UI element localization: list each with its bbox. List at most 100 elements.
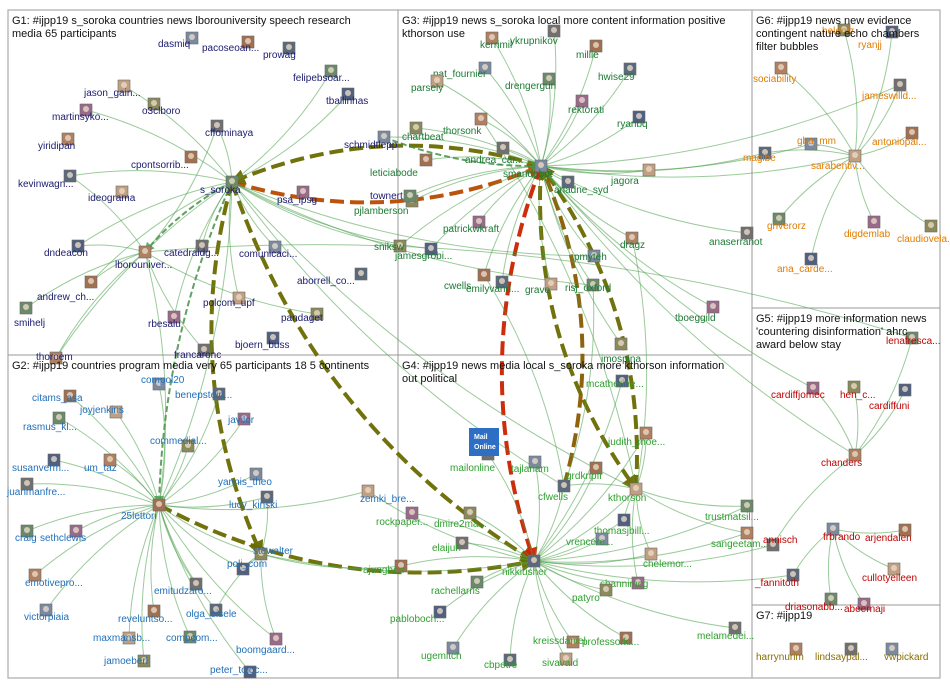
node-bjoern_buss[interactable]: bjoern_buss	[235, 331, 289, 351]
node-javilor[interactable]: javilor	[227, 412, 255, 426]
node-imospina[interactable]: imospina	[601, 337, 641, 365]
node-cardiffjomec[interactable]: cardiffjomec	[771, 381, 825, 401]
node-sarabentiv[interactable]: sarabentiv...	[811, 149, 865, 172]
node-lenafresca[interactable]: lenafresca...	[886, 331, 940, 347]
node-gba_mm[interactable]: gba_mm	[797, 136, 836, 151]
node-pacoseoan[interactable]: pacoseoan...	[202, 35, 259, 54]
node-ryanjj[interactable]: ryanjj	[858, 25, 899, 51]
node-victorpiaia[interactable]: victorpiaia	[24, 603, 69, 623]
node-rockpaper[interactable]: rockpaper...	[376, 506, 428, 528]
node-tajlanam[interactable]: tajlanam	[511, 455, 549, 475]
node-abeernaji[interactable]: abeernaji	[844, 597, 885, 615]
node-rbesalu[interactable]: rbesalu	[148, 310, 181, 330]
node-compol20[interactable]: compol20	[141, 375, 185, 391]
node-yannis_theo[interactable]: yannis_theo	[218, 467, 272, 488]
node-magibe[interactable]: magibe	[743, 146, 776, 164]
node-dndeacon[interactable]: dndeacon	[44, 239, 88, 259]
node-drengerguri[interactable]: drengerguri	[505, 72, 556, 92]
node-leticiabode[interactable]: leticiabode	[370, 153, 433, 179]
node-millie[interactable]: millie	[576, 39, 603, 61]
node-thomasjbill[interactable]: thomasjbill...	[594, 513, 650, 537]
node-frbrando[interactable]: frbrando	[823, 522, 861, 543]
node-trustmatsil[interactable]: trustmatsil...	[705, 499, 759, 523]
node-pmyteh[interactable]: pmyteh	[574, 249, 607, 263]
node-yiridipan[interactable]: yiridipan	[38, 132, 75, 152]
node-elaijuh[interactable]: elaijuh	[432, 536, 469, 554]
node-cpontsorrib[interactable]: cpontsorrib...	[131, 150, 198, 171]
node-cbpetre[interactable]: cbpetre	[484, 653, 518, 671]
node-cullotyeileen[interactable]: cullotyeileen	[862, 562, 917, 584]
node-s_soroka[interactable]: s_soroka	[200, 175, 241, 196]
node-maxmansb[interactable]: maxmansb...	[93, 631, 150, 645]
node-thorsonk[interactable]: thorsonk	[443, 112, 488, 137]
node-sethclewis[interactable]: sethclewis	[40, 524, 86, 544]
node-um_taz[interactable]: um_taz	[84, 453, 117, 474]
node-sociability[interactable]: sociability	[753, 61, 796, 85]
node-craig[interactable]: craig	[15, 524, 37, 544]
node-citams_asa[interactable]: citams_asa	[32, 389, 83, 404]
node-claudiovela[interactable]: claudiovela...	[897, 219, 950, 245]
node-juanmanfre[interactable]: juanmanfre...	[6, 477, 65, 498]
node-martinsyko[interactable]: martinsyko...	[52, 103, 109, 123]
node-ariadne_syd[interactable]: ariadne_syd	[554, 175, 608, 196]
node-kevinwagn[interactable]: kevinwagn...	[18, 169, 77, 190]
node-emilyvand[interactable]: emilyvand...	[466, 275, 519, 295]
node-aborrell_co[interactable]: aborrell_co...	[297, 267, 368, 287]
node-sivavaid[interactable]: sivavaid	[542, 652, 578, 669]
node-polcom_upf[interactable]: polcom_upf	[203, 291, 255, 309]
node-sniksw[interactable]: sniksw	[374, 239, 407, 253]
node-o3clboro[interactable]: o3clboro	[142, 97, 181, 117]
node-cfwells[interactable]: cfwells	[538, 479, 571, 503]
node-andrea_car[interactable]: andrea_car...	[465, 141, 523, 166]
node-pandaget[interactable]: pandaget	[281, 307, 324, 324]
node-compcom[interactable]: compcom...	[166, 630, 218, 644]
node-patrickwkraft[interactable]: patrickwkraft	[443, 215, 499, 235]
node-emitudzaro[interactable]: emitudzaro...	[154, 577, 212, 597]
node-dmire2ma[interactable]: dmire2ma...	[434, 506, 487, 530]
node-smihelj[interactable]: smihelj	[14, 301, 45, 329]
node-digdemlab[interactable]: digdemlab	[844, 215, 891, 240]
node-helenfz[interactable]: helenfz	[822, 23, 854, 37]
node-poli_com[interactable]: poli_com	[227, 559, 267, 576]
node-pabloboch[interactable]: pabloboch...	[390, 605, 447, 625]
node-jamoeberl[interactable]: jamoeberl	[103, 654, 151, 668]
node-fannitoth[interactable]: _fannitoth	[754, 568, 800, 589]
node-hwise29[interactable]: hwise29	[598, 62, 637, 83]
node-rasmus_kl[interactable]: rasmus_kl...	[23, 411, 77, 433]
node-jagora[interactable]: jagora	[610, 163, 656, 187]
node-jameswilld[interactable]: jameswilld...	[861, 78, 916, 102]
node-griverorz[interactable]: griverorz	[767, 212, 806, 232]
node-kreissdaniel[interactable]: kreissdaniel	[533, 635, 586, 649]
node-lborouniver[interactable]: lborouniver...	[115, 245, 172, 271]
node-ana_carde[interactable]: ana_carde...	[777, 252, 833, 275]
node-parsely[interactable]: parsely	[411, 74, 444, 94]
node-grave[interactable]: grave	[525, 277, 558, 296]
node-olga_eisele[interactable]: olga_eisele	[186, 603, 237, 620]
node-catedraidg[interactable]: catedraidg...	[164, 239, 219, 259]
node-commedial[interactable]: commedial...	[150, 436, 207, 453]
node-sangeetam[interactable]: sangeetam...	[711, 526, 769, 550]
node-jason_gain[interactable]: jason_gain...	[83, 79, 141, 99]
node-smandpbot[interactable]: smandpbot	[503, 159, 553, 180]
node-dragz[interactable]: dragz	[620, 231, 645, 251]
node-annisch[interactable]: annisch	[763, 535, 797, 552]
node-arjendalen[interactable]: arjendalen	[865, 523, 912, 544]
node-rachellarris[interactable]: rachellarris	[431, 575, 484, 597]
node-judith_moe[interactable]: judith_moe...	[607, 426, 665, 448]
node-thoroem[interactable]: thoroem	[36, 351, 73, 365]
node-ryanbq[interactable]: ryanbq	[617, 110, 648, 130]
node-dasmiq[interactable]: dasmiq	[158, 31, 199, 50]
node-felipebsoar[interactable]: felipebsoar...	[293, 64, 350, 84]
node-chelemor[interactable]: chelemor...	[643, 547, 692, 570]
node-revelutso[interactable]: reveluntso...	[118, 604, 172, 625]
node-cardiffuni[interactable]: cardiffuni	[869, 383, 912, 412]
node-lindsaypal[interactable]: lindsaypal...	[815, 642, 868, 663]
node-peter_toloc[interactable]: peter_toloc...	[210, 665, 268, 679]
node-pat_fournier[interactable]: pat_fournier	[433, 61, 492, 80]
node-jamesgrobi[interactable]: jamesgrobi...	[394, 242, 452, 262]
node-comunicaci[interactable]: comunicaci...	[239, 240, 297, 260]
node-mcatherine[interactable]: mcatherine...	[586, 374, 644, 390]
node-kthorson[interactable]: kthorson	[608, 482, 646, 504]
node-boomgaard[interactable]: boomgaard...	[236, 632, 295, 656]
node-vwpickard[interactable]: vwpickard	[884, 642, 928, 663]
